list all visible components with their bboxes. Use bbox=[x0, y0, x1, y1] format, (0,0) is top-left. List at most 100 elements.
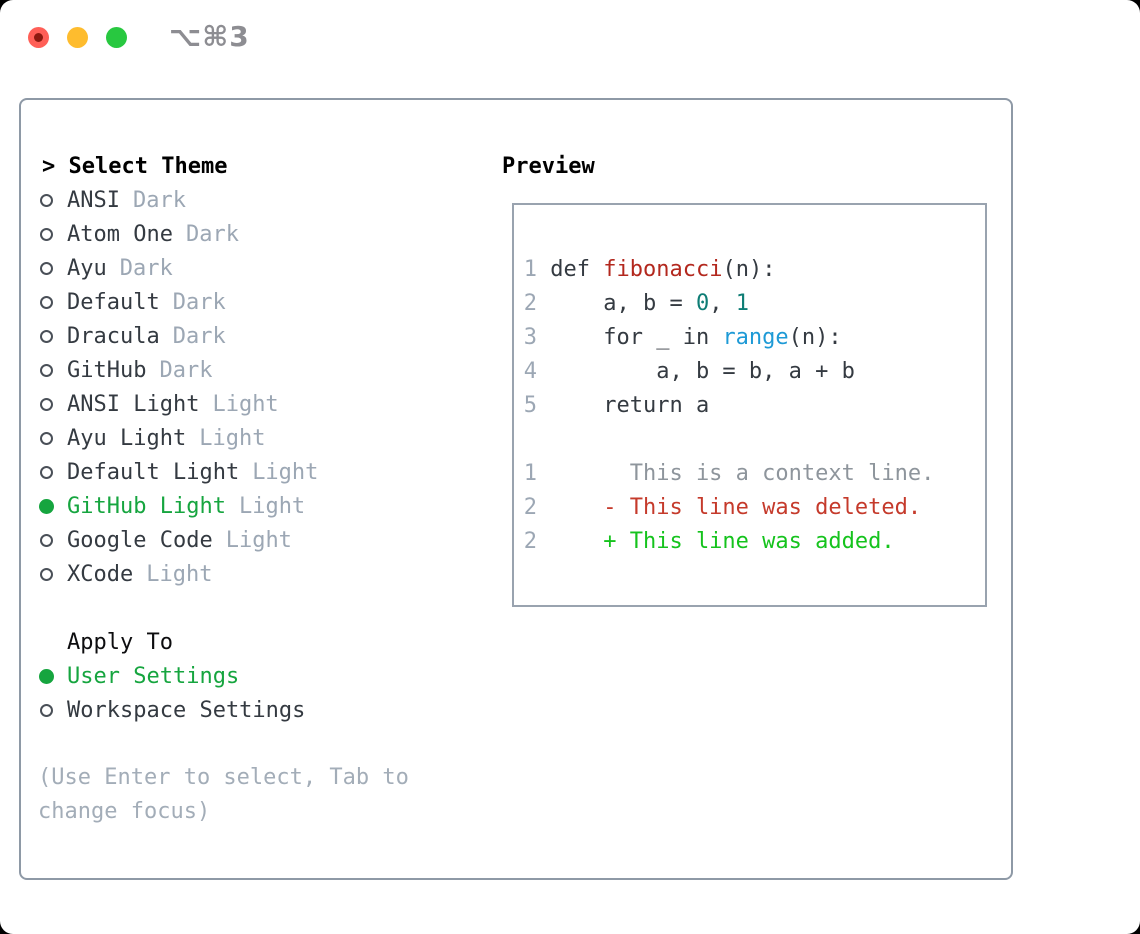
code-token-plain: for _ in bbox=[537, 324, 723, 350]
theme-variant-label: Light bbox=[252, 459, 319, 485]
theme-option-github-label: GitHub bbox=[67, 357, 147, 383]
theme-variant-label: Dark bbox=[132, 187, 186, 213]
preview-box: 1 def fibonacci(n): 2 a, b = 0, 1 3 for … bbox=[512, 203, 987, 607]
zoom-button[interactable] bbox=[106, 27, 127, 48]
theme-variant-label: Light bbox=[225, 527, 292, 553]
theme-list: ANSI Dark Atom One Dark Ayu Dark Default… bbox=[36, 183, 496, 591]
close-button[interactable] bbox=[28, 27, 49, 48]
theme-option-ayu-label: Ayu bbox=[67, 255, 107, 281]
radio-icon bbox=[40, 703, 53, 717]
code-line: 1 This is a context line. bbox=[523, 456, 985, 490]
theme-variant-label: Light bbox=[212, 391, 279, 417]
apply-option-user-settings[interactable]: User Settings bbox=[36, 659, 496, 693]
prompt-chevron-icon: > bbox=[42, 153, 56, 179]
window-titlebar: ⌥⌘3 bbox=[0, 0, 1140, 74]
select-theme-label: Select Theme bbox=[68, 153, 228, 179]
code-token-plain: a, b = bbox=[537, 290, 696, 316]
code-token-plain: a, b = b, a + b bbox=[537, 358, 855, 384]
code-line bbox=[523, 422, 985, 456]
code-token-num: 1 bbox=[735, 290, 749, 316]
theme-option-xcode[interactable]: XCode Light bbox=[36, 557, 496, 591]
theme-option-github-light-label: GitHub Light bbox=[67, 493, 226, 519]
left-column: > Select Theme ANSI Dark Atom One Dark A… bbox=[36, 149, 496, 829]
radio-icon bbox=[40, 567, 53, 581]
preview-code: 1 def fibonacci(n): 2 a, b = 0, 1 3 for … bbox=[523, 252, 985, 558]
select-theme-header: > Select Theme bbox=[36, 149, 496, 183]
code-token-plain: def bbox=[537, 256, 604, 282]
radio-icon bbox=[40, 397, 53, 411]
code-token-context: This is a context line. bbox=[537, 460, 935, 486]
code-token-added: + This line was added. bbox=[537, 528, 895, 554]
theme-option-ayu-light[interactable]: Ayu Light Light bbox=[36, 421, 496, 455]
radio-icon bbox=[39, 668, 54, 684]
preview-header: Preview bbox=[502, 153, 595, 179]
apply-option-user-settings-label: User Settings bbox=[67, 663, 240, 689]
radio-icon bbox=[40, 533, 53, 547]
theme-variant-label: Light bbox=[146, 561, 213, 587]
code-line: 2 - This line was deleted. bbox=[523, 490, 985, 524]
theme-option-github-light[interactable]: GitHub Light Light bbox=[36, 489, 496, 523]
theme-variant-label: Dark bbox=[172, 289, 226, 315]
code-token-builtin: range bbox=[722, 324, 789, 350]
theme-option-default[interactable]: Default Dark bbox=[36, 285, 496, 319]
minimize-button[interactable] bbox=[67, 27, 88, 48]
theme-option-atom-one[interactable]: Atom One Dark bbox=[36, 217, 496, 251]
code-token-deleted: - This line was deleted. bbox=[537, 494, 922, 520]
theme-variant-label: Light bbox=[238, 493, 306, 519]
code-line: 4 a, b = b, a + b bbox=[523, 354, 985, 388]
line-number: 3 bbox=[523, 324, 537, 350]
line-number: 4 bbox=[523, 358, 537, 384]
theme-variant-label: Dark bbox=[159, 357, 213, 383]
radio-icon bbox=[40, 261, 53, 275]
radio-icon bbox=[40, 363, 53, 377]
theme-option-google-code[interactable]: Google Code Light bbox=[36, 523, 496, 557]
code-line: 3 for _ in range(n): bbox=[523, 320, 985, 354]
code-token-plain: return a bbox=[537, 392, 710, 418]
radio-icon bbox=[40, 465, 53, 479]
code-line: 1 def fibonacci(n): bbox=[523, 252, 985, 286]
code-token-func: fibonacci bbox=[603, 256, 723, 282]
radio-icon bbox=[40, 295, 53, 309]
line-number: 2 bbox=[523, 494, 537, 520]
line-number: 1 bbox=[523, 460, 537, 486]
theme-option-atom-one-label: Atom One bbox=[67, 221, 173, 247]
theme-option-default-light[interactable]: Default Light Light bbox=[36, 455, 496, 489]
radio-icon bbox=[40, 193, 53, 207]
theme-picker-panel: > Select Theme ANSI Dark Atom One Dark A… bbox=[19, 98, 1013, 880]
window-title: ⌥⌘3 bbox=[169, 20, 250, 53]
code-token-num: 0 bbox=[695, 290, 710, 316]
theme-option-ansi[interactable]: ANSI Dark bbox=[36, 183, 496, 217]
code-token-plain: (n): bbox=[722, 256, 776, 282]
theme-option-dracula[interactable]: Dracula Dark bbox=[36, 319, 496, 353]
apply-option-workspace-settings[interactable]: Workspace Settings bbox=[36, 693, 496, 727]
line-number: 2 bbox=[523, 290, 537, 316]
theme-option-ansi-light-label: ANSI Light bbox=[67, 391, 200, 417]
code-token-plain: , bbox=[709, 290, 736, 316]
theme-option-github[interactable]: GitHub Dark bbox=[36, 353, 496, 387]
theme-option-xcode-label: XCode bbox=[67, 561, 134, 587]
theme-option-dracula-label: Dracula bbox=[67, 323, 160, 349]
theme-variant-label: Dark bbox=[185, 221, 239, 247]
theme-variant-label: Light bbox=[199, 425, 266, 451]
line-number: 2 bbox=[523, 528, 537, 554]
radio-icon bbox=[39, 498, 54, 514]
theme-option-default-light-label: Default Light bbox=[67, 459, 240, 485]
theme-variant-label: Dark bbox=[172, 323, 226, 349]
code-token-plain: (n): bbox=[788, 324, 842, 350]
theme-option-ansi-label: ANSI bbox=[67, 187, 120, 213]
line-number: 1 bbox=[523, 256, 537, 282]
code-line: 5 return a bbox=[523, 388, 985, 422]
keyboard-hint: (Use Enter to select, Tab to change focu… bbox=[38, 765, 409, 824]
theme-variant-label: Dark bbox=[119, 255, 173, 281]
theme-option-ayu[interactable]: Ayu Dark bbox=[36, 251, 496, 285]
code-line: 2 a, b = 0, 1 bbox=[523, 286, 985, 320]
code-line: 2 + This line was added. bbox=[523, 524, 985, 558]
apply-option-workspace-settings-label: Workspace Settings bbox=[67, 697, 306, 723]
theme-option-ansi-light[interactable]: ANSI Light Light bbox=[36, 387, 496, 421]
apply-to-list: User Settings Workspace Settings bbox=[36, 659, 496, 727]
theme-option-default-label: Default bbox=[67, 289, 160, 315]
theme-option-google-code-label: Google Code bbox=[67, 527, 213, 553]
line-number: 5 bbox=[523, 392, 537, 418]
radio-icon bbox=[40, 227, 53, 241]
